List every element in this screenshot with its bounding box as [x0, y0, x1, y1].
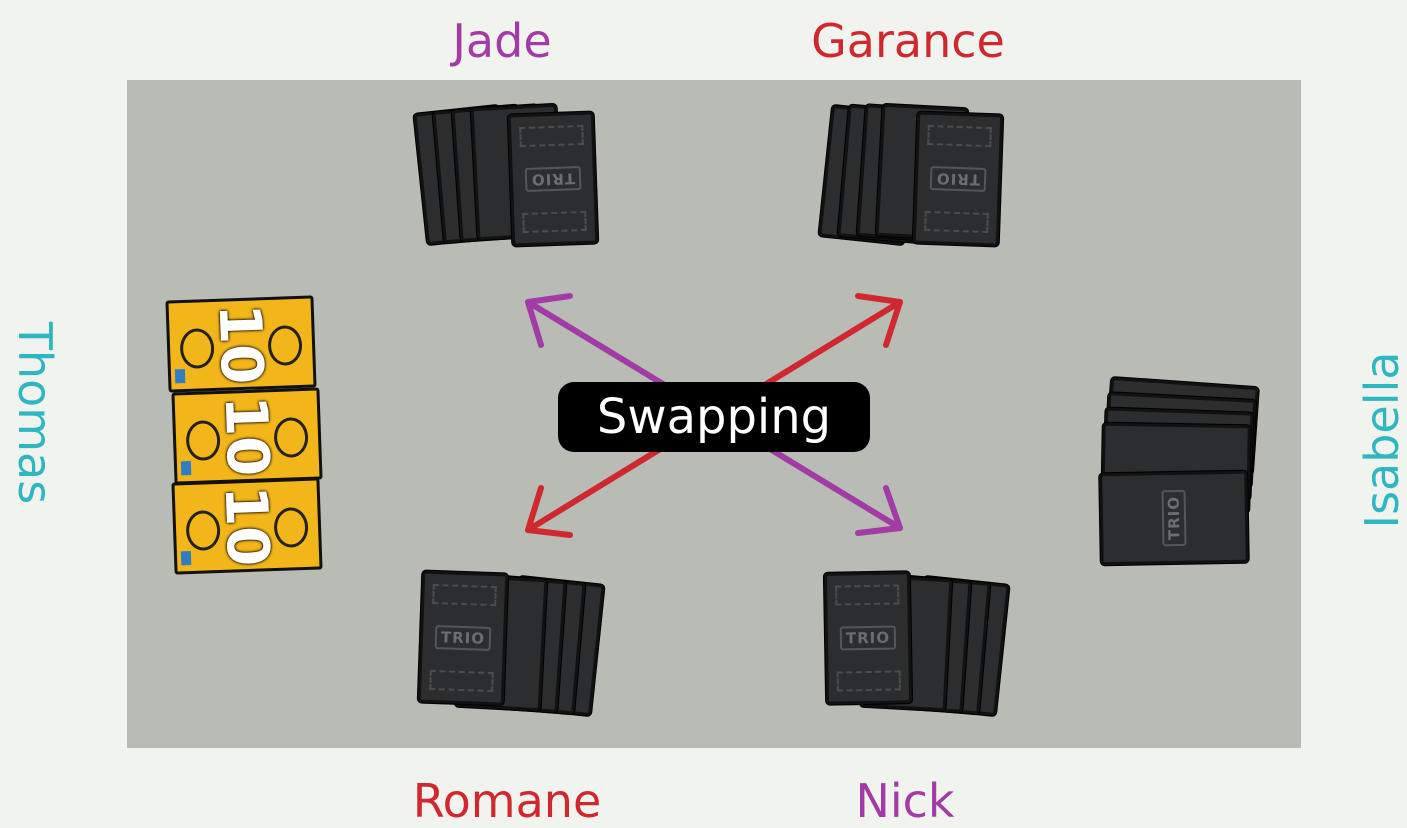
player-name-garance: Garance — [811, 14, 1005, 68]
player-name-jade: Jade — [452, 14, 552, 68]
player-name-nick: Nick — [855, 774, 955, 828]
phase-status-badge: Swapping — [558, 382, 870, 452]
player-name-romane: Romane — [412, 774, 602, 828]
